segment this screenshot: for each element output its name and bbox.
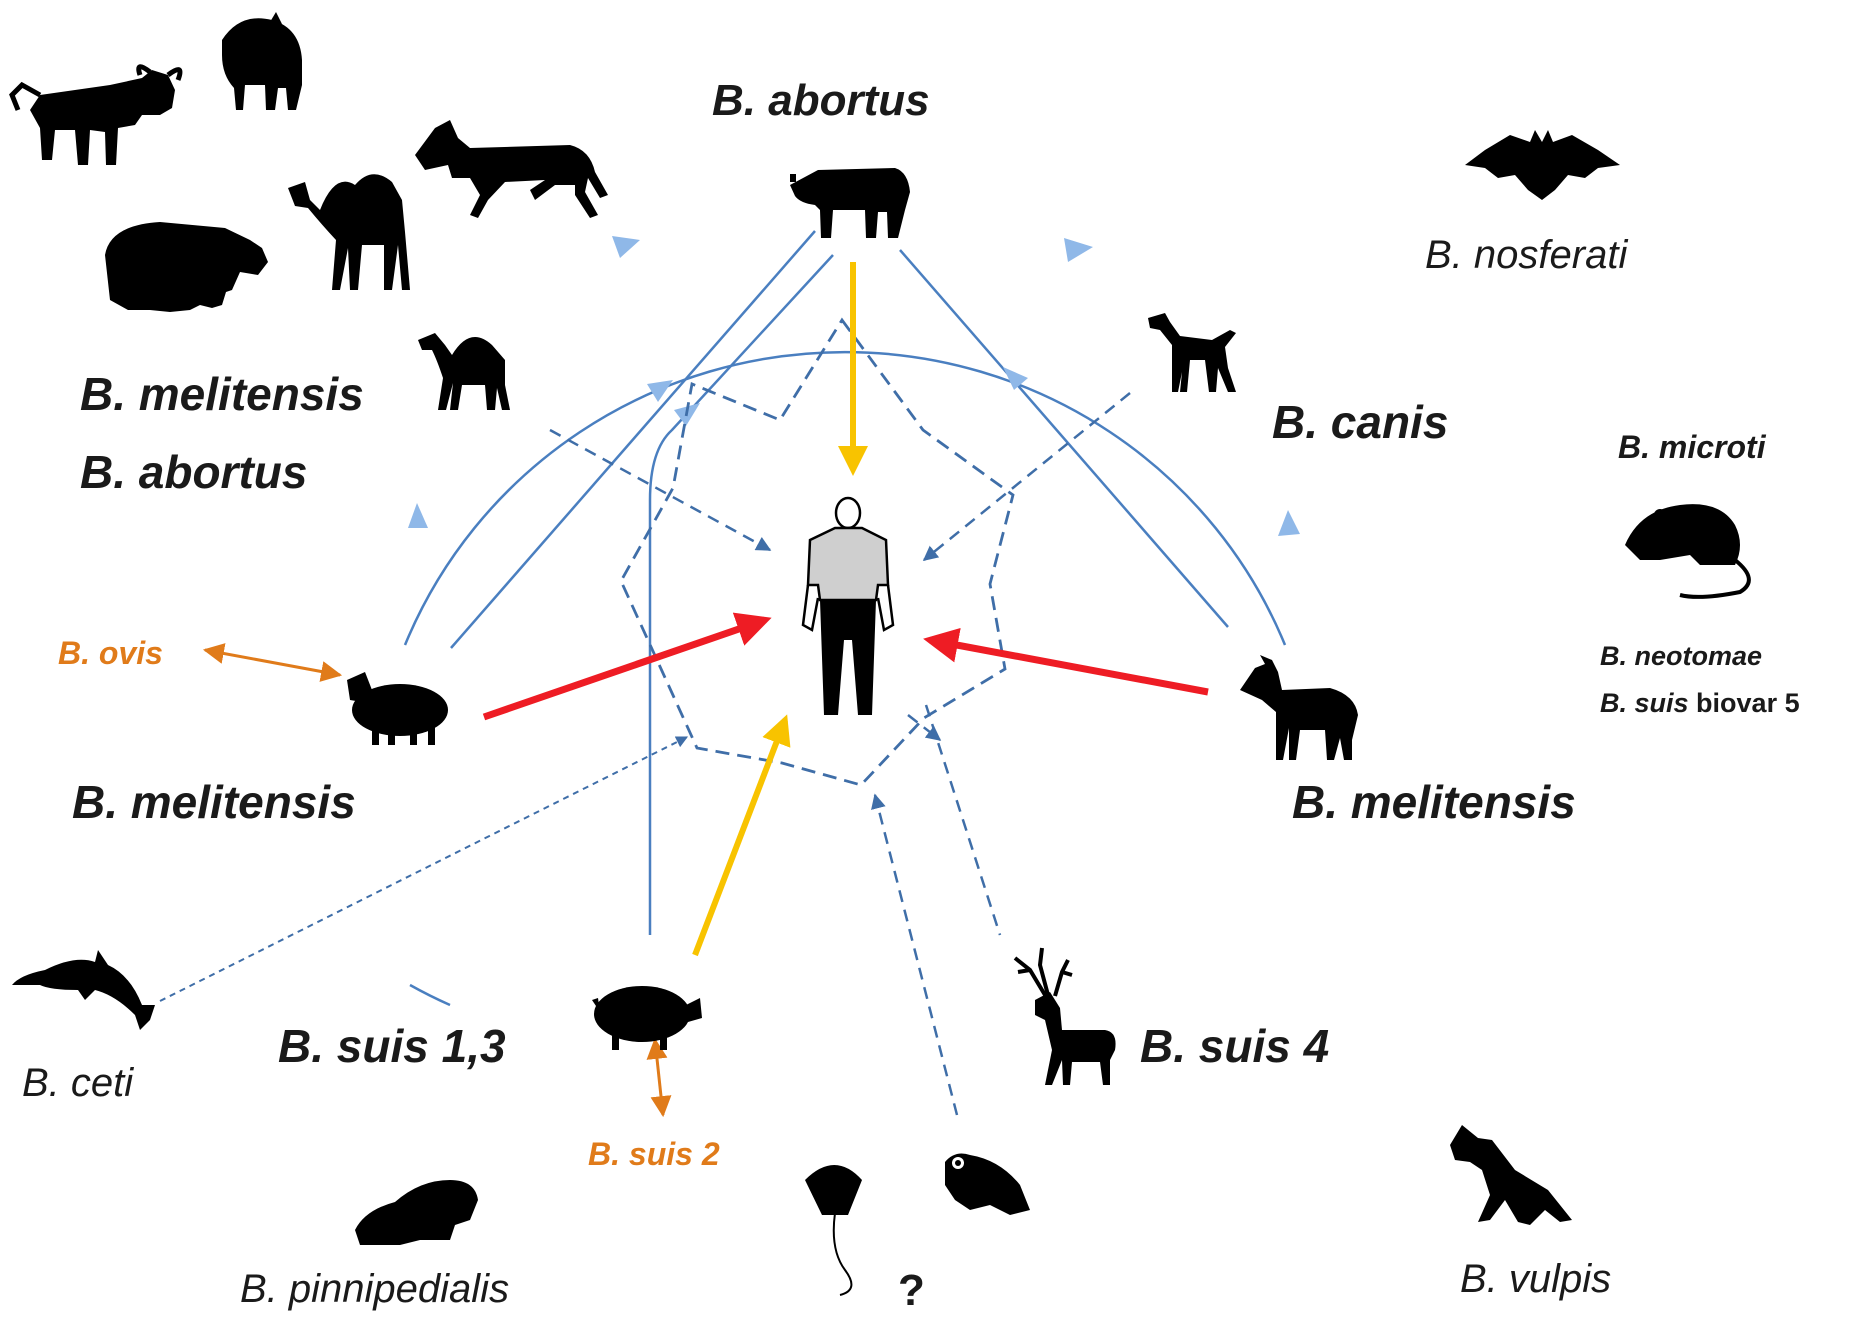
label-melitensis-goat: B. melitensis: [1292, 776, 1576, 828]
label-suis4: B. suis 4: [1140, 1020, 1329, 1072]
orange-arrow-ovis: [205, 650, 340, 675]
label-question: ?: [898, 1266, 925, 1315]
label-abortus-camel: B. abortus: [80, 446, 307, 498]
arrow-circle-right: [1278, 510, 1300, 536]
label-abortus-top: B. abortus: [712, 76, 930, 125]
horse-icon: [415, 120, 608, 218]
reindeer-icon: [1015, 948, 1116, 1085]
label-neotomae: B. neotomae: [1600, 641, 1762, 671]
fox-icon: [1450, 1125, 1572, 1225]
label-ceti: B. ceti: [22, 1061, 134, 1105]
label-nosferati: B. nosferati: [1425, 233, 1628, 277]
pig-icon: [592, 986, 702, 1050]
sheep-icon: [347, 672, 448, 745]
camel-icon: [418, 333, 510, 410]
label-ovis: B. ovis: [58, 635, 163, 671]
frog-icon: [945, 1154, 1030, 1215]
stingray-icon: [805, 1165, 862, 1295]
arrow-circle-left: [408, 503, 428, 528]
arrow-circle-topright: [1064, 238, 1093, 262]
label-microti: B. microti: [1618, 429, 1767, 465]
dog-icon: [1148, 313, 1236, 392]
cow-icon: [790, 168, 910, 238]
bison-icon: [222, 12, 302, 110]
walrus-icon: [355, 1180, 478, 1245]
label-melitensis-camel: B. melitensis: [80, 368, 364, 420]
label-pinnipedialis: B. pinnipedialis: [240, 1267, 509, 1311]
red-arrow-goat: [930, 640, 1208, 692]
link-cow-goat: [900, 250, 1228, 627]
mouse-icon: [1625, 504, 1749, 597]
bactrian-camel-icon: [288, 174, 410, 290]
label-suis-biovar5-rest: biovar 5: [1696, 688, 1800, 718]
dolphin-icon: [12, 950, 155, 1030]
label-suis2: B. suis 2: [588, 1136, 720, 1172]
orange-arrow-suis2: [655, 1040, 663, 1115]
goat-icon: [1240, 655, 1358, 760]
label-suis-biovar5: B. suis biovar 5: [1600, 688, 1800, 718]
bat-icon: [1465, 130, 1620, 200]
yak-icon: [105, 222, 268, 312]
buffalo-icon: [12, 67, 180, 165]
label-suis-biovar5-species: B. suis: [1600, 688, 1689, 718]
label-melitensis-sheep: B. melitensis: [72, 776, 356, 828]
label-vulpis: B. vulpis: [1460, 1257, 1611, 1301]
link-cow-sheep: [451, 231, 815, 648]
arrow-circle-topleft: [612, 236, 640, 258]
red-arrow-sheep: [484, 620, 765, 717]
human-icon: [803, 498, 893, 715]
label-suis13: B. suis 1,3: [278, 1020, 506, 1072]
label-canis: B. canis: [1272, 396, 1448, 448]
